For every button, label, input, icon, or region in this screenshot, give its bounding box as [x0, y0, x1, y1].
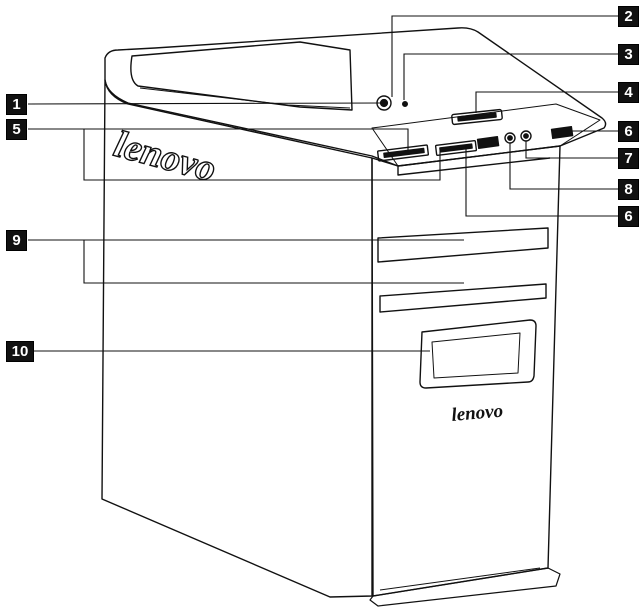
front-handle-recess — [419, 319, 537, 389]
top-glass-panel — [130, 41, 353, 111]
leader-line-2 — [391, 15, 618, 97]
callout-7: 7 — [618, 148, 639, 169]
callout-10: 10 — [6, 341, 34, 362]
usb-connector-front[interactable] — [476, 135, 500, 150]
tower-top-surface — [104, 27, 607, 167]
front-logo: lenovo — [451, 401, 504, 426]
leader-line-7 — [525, 141, 618, 159]
leader-line-3 — [403, 53, 618, 100]
callout-1: 1 — [6, 94, 27, 115]
leader-line-8 — [509, 143, 618, 190]
optical-drive-bay-lower — [379, 283, 547, 313]
card-slot-2[interactable] — [434, 140, 478, 156]
callout-9: 9 — [6, 230, 27, 251]
leader-line-5 — [28, 128, 409, 152]
callout-8: 8 — [618, 179, 639, 200]
callout-6-right: 6 — [618, 121, 639, 142]
tower-left-side-panel — [101, 79, 373, 598]
callout-3: 3 — [618, 44, 639, 65]
leader-line-4 — [475, 91, 618, 113]
optical-drive-bay-upper — [377, 227, 549, 263]
tower-front-face — [371, 145, 561, 597]
leader-line-6b — [465, 145, 618, 217]
callout-6-front: 6 — [618, 206, 639, 227]
leader-line-5b — [83, 129, 441, 181]
usb-connector-right[interactable] — [550, 125, 574, 140]
callout-2: 2 — [618, 6, 639, 27]
card-slot-1[interactable] — [376, 144, 430, 162]
leader-line-9b — [83, 240, 464, 284]
leader-line-1 — [27, 102, 385, 105]
callout-4: 4 — [618, 82, 639, 103]
tower-base — [369, 567, 561, 607]
hdd-indicator — [402, 100, 409, 107]
callout-5: 5 — [6, 119, 27, 140]
